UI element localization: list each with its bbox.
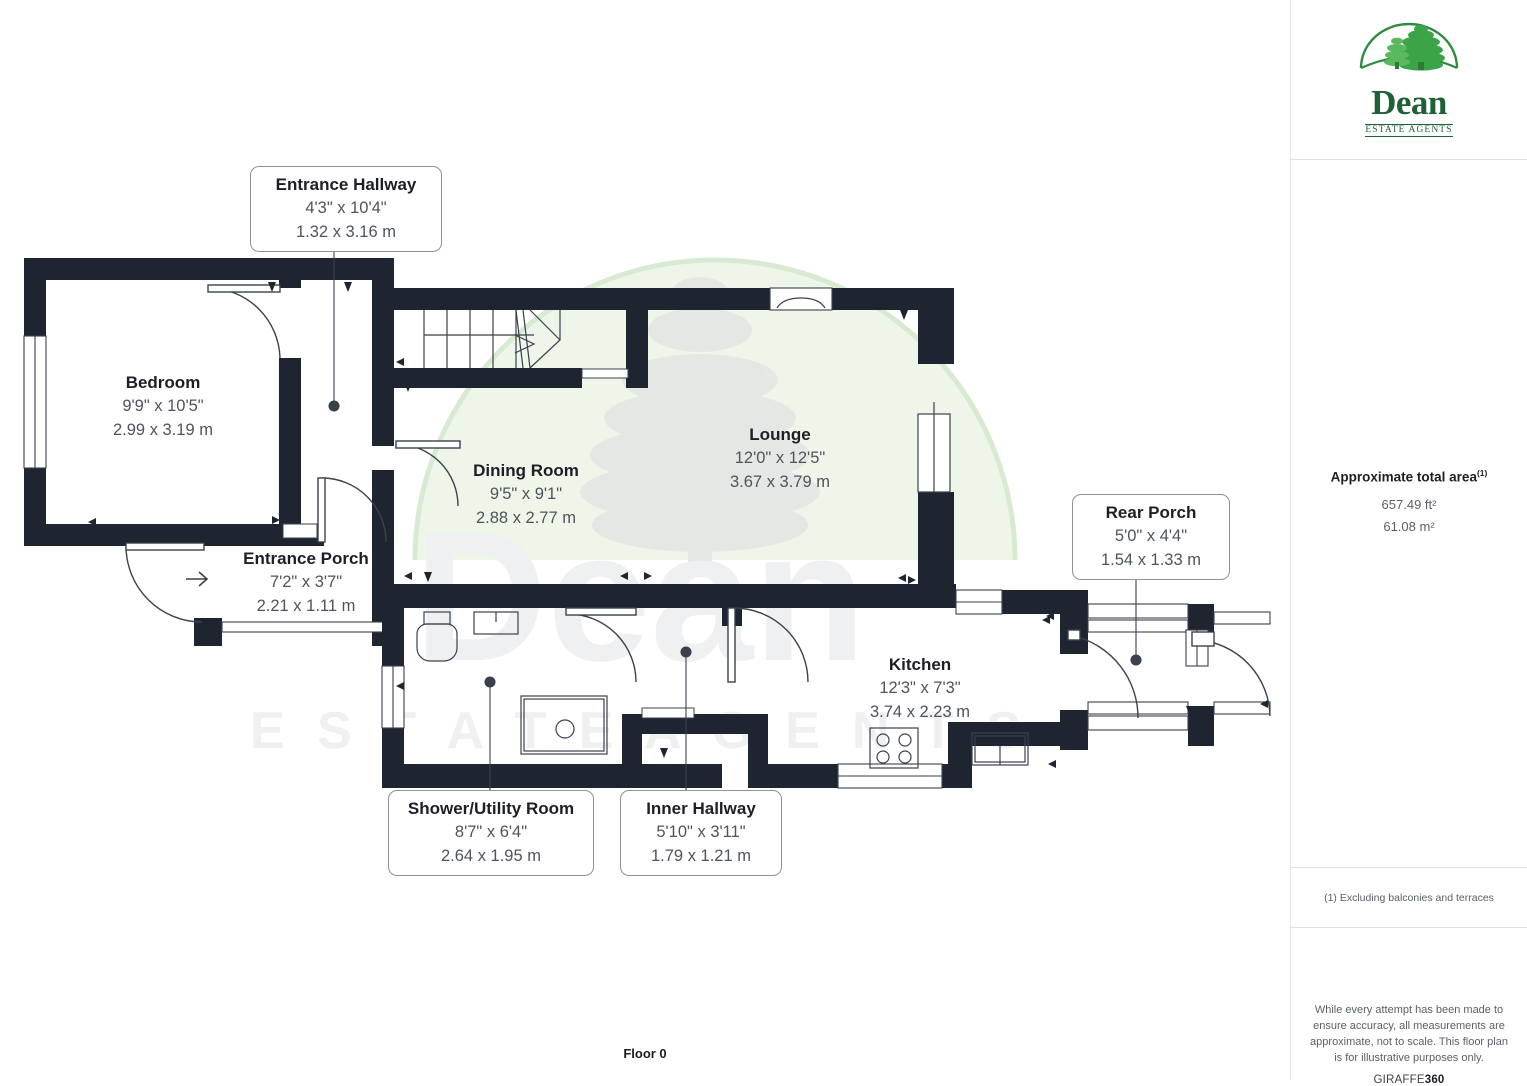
floor-plan-drawing: Dean E S T A T E A G E N T S	[23, 246, 1271, 792]
floor-plan-canvas: Dean E S T A T E A G E N T S	[23, 166, 1271, 1061]
opening-inner-hall	[641, 707, 695, 719]
door-shower-utility	[565, 607, 637, 683]
kitchen-sink-fixture	[971, 732, 1029, 766]
window-kitchen-top	[955, 589, 1003, 615]
shower-tray-fixture	[520, 695, 608, 755]
total-area-metric: 61.08 m²	[1383, 518, 1435, 534]
door-entrance-porch	[125, 542, 205, 623]
total-area-imperial: 657.49 ft²	[1381, 496, 1437, 512]
footnote-marker: (1)	[1476, 468, 1488, 478]
wall-structure-middle	[382, 584, 956, 788]
total-area-title: Approximate total area(1)	[1291, 468, 1527, 485]
window-hall-lower	[282, 523, 318, 539]
logo-wordmark: Dean	[1371, 82, 1447, 122]
door-rear-porch-inner	[1067, 629, 1139, 719]
total-area-section: Approximate total area(1) 657.49 ft² 61.…	[1291, 160, 1527, 868]
wall-structure-rear-porch	[1188, 604, 1214, 746]
porch-outer-wall	[221, 621, 395, 633]
wall-structure	[24, 258, 394, 560]
staircase	[423, 309, 561, 369]
total-area-label: Approximate total area	[1330, 469, 1477, 485]
tree-logo-icon	[1359, 22, 1459, 71]
window-hall-top	[769, 287, 833, 311]
hob-cooker-fixture	[869, 727, 919, 769]
exclusion-note: (1) Excluding balconies and terraces	[1324, 891, 1494, 904]
door-inner-hall-kitchen	[727, 607, 809, 683]
entry-direction-arrow	[186, 571, 209, 587]
window-bedroom-left	[23, 335, 47, 469]
disclaimer-text: While every attempt has been made to ens…	[1310, 1004, 1508, 1064]
agency-logo: Dean ESTATE AGENTS	[1291, 0, 1527, 160]
wall-structure-lounge	[918, 492, 954, 584]
door-bedroom	[207, 284, 281, 359]
provider-brand: GIRAFFE360	[1291, 1074, 1527, 1086]
leader-lines	[328, 246, 1142, 792]
provider-suffix: 360	[1424, 1074, 1445, 1086]
toilet-fixture	[416, 611, 458, 662]
info-side-panel: Dean ESTATE AGENTS Approximate total are…	[1290, 0, 1527, 1086]
window-shower-left	[381, 665, 405, 729]
window-lounge-right	[917, 402, 951, 493]
provider-name: GIRAFFE	[1373, 1074, 1425, 1086]
wall-structure-porch	[194, 560, 394, 646]
wall-structure-inner-hall	[622, 584, 768, 788]
window-kitchen-bottom	[837, 763, 943, 789]
door-rear-porch-outer	[1191, 631, 1271, 717]
dimension-markers	[88, 282, 1268, 768]
door-porch-hall	[317, 477, 387, 543]
opening-hall-lounge	[581, 368, 629, 379]
rear-porch-glazing	[1087, 603, 1271, 731]
exclusion-note-section: (1) Excluding balconies and terraces	[1291, 868, 1527, 928]
sink-basin-fixture	[473, 611, 519, 635]
door-dining	[395, 440, 461, 507]
wall-structure-kitchen	[768, 590, 1088, 788]
logo-subtitle: ESTATE AGENTS	[1365, 123, 1453, 138]
floor-caption: Floor 0	[623, 1046, 667, 1061]
disclaimer-section: While every attempt has been made to ens…	[1291, 928, 1527, 1086]
